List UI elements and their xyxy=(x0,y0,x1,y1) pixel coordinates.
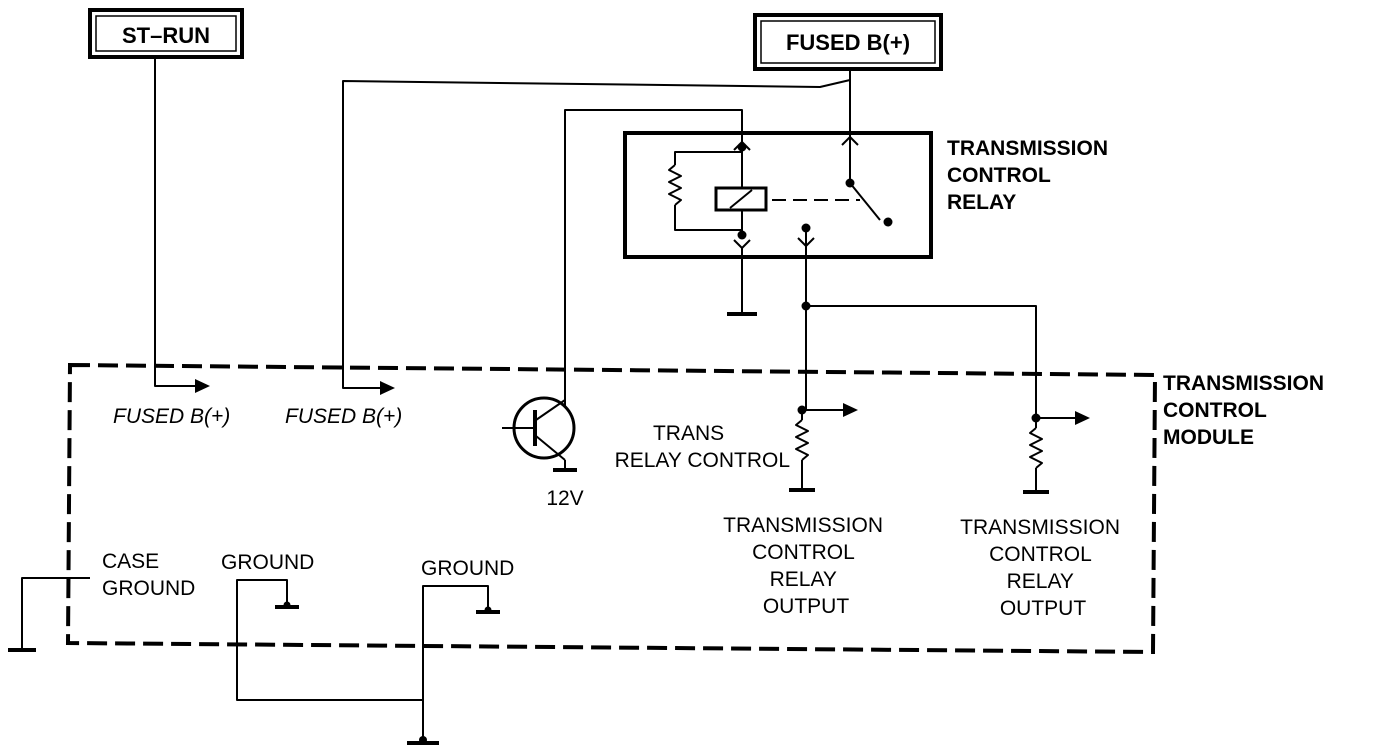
ground-2-wire xyxy=(422,585,500,740)
fused-b-wire xyxy=(342,69,851,395)
fused-b-input-2-label: FUSED B(+) xyxy=(285,405,402,428)
module-boundary xyxy=(65,362,1158,655)
relay-switch xyxy=(772,80,893,258)
relay-output-1-sense xyxy=(789,403,858,492)
ground-1-label: GROUND xyxy=(221,551,314,574)
relay-coil-circuit xyxy=(564,109,768,412)
st-run-box: ST–RUN xyxy=(88,8,244,59)
ground-1-wire xyxy=(236,579,423,701)
relay-output-2-label: TRANSMISSION CONTROL RELAY OUTPUT xyxy=(960,516,1126,620)
trans-relay-control-label: TRANS RELAY CONTROL xyxy=(615,422,790,472)
st-run-wire xyxy=(154,57,210,393)
chassis-ground-symbol xyxy=(407,736,439,745)
relay-output-1-arrow xyxy=(843,403,858,417)
case-ground-label: CASE GROUND xyxy=(102,550,195,600)
relay-suppression-resistor xyxy=(668,164,682,206)
relay-output-2-resistor xyxy=(1029,427,1043,469)
fused-b-top-label: FUSED B(+) xyxy=(786,30,910,55)
fused-b-input-1-arrow xyxy=(195,379,210,393)
relay-driver-transistor xyxy=(502,396,577,472)
relay-title: TRANSMISSION CONTROL RELAY xyxy=(947,137,1114,214)
relay-output-1-resistor xyxy=(795,419,809,461)
relay-output-bus xyxy=(801,258,1037,418)
relay-output-2-sense xyxy=(1023,411,1090,494)
fused-b-top-box: FUSED B(+) xyxy=(753,13,943,71)
transistor-12v-label: 12V xyxy=(546,487,583,510)
module-title: TRANSMISSION CONTROL MODULE xyxy=(1163,372,1330,449)
case-ground-wire xyxy=(8,577,90,652)
fused-b-input-2-arrow xyxy=(380,381,395,395)
ground-2-label: GROUND xyxy=(421,557,514,580)
st-run-label: ST–RUN xyxy=(122,23,210,48)
relay-box xyxy=(623,131,933,259)
fused-b-input-1-label: FUSED B(+) xyxy=(113,405,230,428)
relay-output-2-arrow xyxy=(1075,411,1090,425)
relay-output-1-label: TRANSMISSION CONTROL RELAY OUTPUT xyxy=(723,514,889,618)
